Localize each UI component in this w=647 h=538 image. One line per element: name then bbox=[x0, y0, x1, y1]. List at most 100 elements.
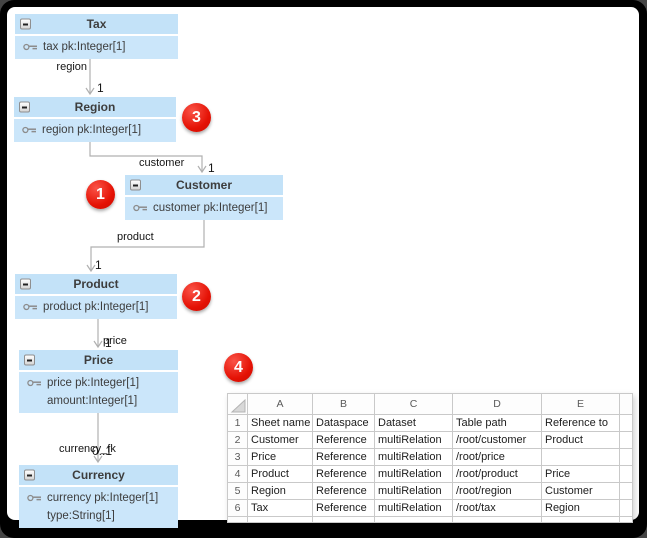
cell-e6[interactable]: Region bbox=[541, 499, 620, 517]
cell-c5[interactable]: multiRelation bbox=[374, 482, 453, 500]
column-header-c[interactable]: C bbox=[374, 393, 453, 415]
cell-e2[interactable]: Product bbox=[541, 431, 620, 449]
multiplicity-currency: 0..1 bbox=[92, 444, 113, 458]
attribute-row[interactable]: region pk:Integer[1] bbox=[14, 121, 176, 139]
entity-customer-header[interactable]: Customer bbox=[125, 175, 283, 197]
row-header-4[interactable]: 4 bbox=[227, 465, 248, 483]
cell-c4[interactable]: multiRelation bbox=[374, 465, 453, 483]
attribute-text: price pk:Integer[1] bbox=[47, 377, 140, 389]
cell-d3[interactable]: /root/price bbox=[452, 448, 542, 466]
column-header-f-partial[interactable] bbox=[619, 393, 633, 415]
attribute-row[interactable]: product pk:Integer[1] bbox=[15, 298, 177, 316]
cell-d1[interactable]: Table path bbox=[452, 414, 542, 432]
cell-b1[interactable]: Dataspace bbox=[312, 414, 375, 432]
cell-b3[interactable]: Reference bbox=[312, 448, 375, 466]
collapse-minus-button[interactable] bbox=[130, 179, 141, 191]
attribute-row[interactable]: amount:Integer[1] bbox=[19, 392, 178, 410]
cell-c1[interactable]: Dataset bbox=[374, 414, 453, 432]
attribute-text: amount:Integer[1] bbox=[47, 395, 138, 407]
cell-e4[interactable]: Price bbox=[541, 465, 620, 483]
entity-price[interactable]: Price price pk:Integer[1] amount:Integer… bbox=[19, 350, 178, 413]
cell-a5[interactable]: Region bbox=[247, 482, 313, 500]
sheet-row-2: 2 Customer Reference multiRelation /root… bbox=[227, 431, 633, 449]
cell-f2[interactable] bbox=[619, 431, 633, 449]
select-all-corner[interactable] bbox=[227, 393, 248, 415]
edge-label-product: product bbox=[117, 231, 154, 243]
cell-d6[interactable]: /root/tax bbox=[452, 499, 542, 517]
cell-e7[interactable] bbox=[541, 516, 620, 523]
sheet-row-4: 4 Product Reference multiRelation /root/… bbox=[227, 465, 633, 483]
cell-c7[interactable] bbox=[374, 516, 453, 523]
attribute-row[interactable]: price pk:Integer[1] bbox=[19, 374, 178, 392]
collapse-minus-button[interactable] bbox=[24, 469, 35, 481]
row-header-2[interactable]: 2 bbox=[227, 431, 248, 449]
cell-a2[interactable]: Customer bbox=[247, 431, 313, 449]
attribute-row[interactable]: type:String[1] bbox=[19, 507, 178, 525]
entity-product-header[interactable]: Product bbox=[15, 274, 177, 296]
entity-customer-body: customer pk:Integer[1] bbox=[125, 197, 283, 220]
entity-tax-header[interactable]: Tax bbox=[15, 14, 178, 36]
cell-c2[interactable]: multiRelation bbox=[374, 431, 453, 449]
cell-a7[interactable] bbox=[247, 516, 313, 523]
entity-currency-header[interactable]: Currency bbox=[19, 465, 178, 487]
row-header-1[interactable]: 1 bbox=[227, 414, 248, 432]
cell-e3[interactable] bbox=[541, 448, 620, 466]
annotation-badge-3: 3 bbox=[182, 103, 211, 132]
cell-f3[interactable] bbox=[619, 448, 633, 466]
multiplicity-price: 1 bbox=[105, 336, 112, 350]
cell-b4[interactable]: Reference bbox=[312, 465, 375, 483]
collapse-minus-button[interactable] bbox=[19, 101, 30, 113]
attribute-text: type:String[1] bbox=[47, 510, 115, 522]
cell-d2[interactable]: /root/customer bbox=[452, 431, 542, 449]
cell-a4[interactable]: Product bbox=[247, 465, 313, 483]
attribute-row[interactable]: currency pk:Integer[1] bbox=[19, 489, 178, 507]
attribute-text: region pk:Integer[1] bbox=[42, 124, 142, 136]
row-header-3[interactable]: 3 bbox=[227, 448, 248, 466]
row-header-7-partial[interactable] bbox=[227, 516, 248, 523]
cell-e1[interactable]: Reference to bbox=[541, 414, 620, 432]
cell-c3[interactable]: multiRelation bbox=[374, 448, 453, 466]
collapse-minus-button[interactable] bbox=[24, 354, 35, 366]
cell-d4[interactable]: /root/product bbox=[452, 465, 542, 483]
column-header-a[interactable]: A bbox=[247, 393, 313, 415]
collapse-minus-button[interactable] bbox=[20, 18, 31, 30]
cell-f7[interactable] bbox=[619, 516, 633, 523]
cell-d7[interactable] bbox=[452, 516, 542, 523]
row-header-6[interactable]: 6 bbox=[227, 499, 248, 517]
sheet-row-1: 1 Sheet name Dataspace Dataset Table pat… bbox=[227, 414, 633, 432]
entity-product-body: product pk:Integer[1] bbox=[15, 296, 177, 319]
collapse-minus-button[interactable] bbox=[20, 278, 31, 290]
cell-b5[interactable]: Reference bbox=[312, 482, 375, 500]
entity-product[interactable]: Product product pk:Integer[1] bbox=[15, 274, 177, 319]
cell-a6[interactable]: Tax bbox=[247, 499, 313, 517]
select-all-triangle bbox=[230, 399, 246, 413]
cell-a3[interactable]: Price bbox=[247, 448, 313, 466]
cell-f4[interactable] bbox=[619, 465, 633, 483]
cell-b2[interactable]: Reference bbox=[312, 431, 375, 449]
entity-tax[interactable]: Tax tax pk:Integer[1] bbox=[15, 14, 178, 59]
cell-f6[interactable] bbox=[619, 499, 633, 517]
attribute-row[interactable]: tax pk:Integer[1] bbox=[15, 38, 178, 56]
column-header-d[interactable]: D bbox=[452, 393, 542, 415]
entity-title: Tax bbox=[86, 17, 107, 31]
cell-f1[interactable] bbox=[619, 414, 633, 432]
cell-a1[interactable]: Sheet name bbox=[247, 414, 313, 432]
entity-title: Price bbox=[83, 353, 114, 367]
entity-customer[interactable]: Customer customer pk:Integer[1] bbox=[125, 175, 283, 220]
entity-region[interactable]: Region region pk:Integer[1] bbox=[14, 97, 176, 142]
entity-region-header[interactable]: Region bbox=[14, 97, 176, 119]
cell-f5[interactable] bbox=[619, 482, 633, 500]
minus-icon bbox=[27, 359, 32, 361]
attribute-row[interactable]: customer pk:Integer[1] bbox=[125, 199, 283, 217]
cell-b7[interactable] bbox=[312, 516, 375, 523]
cell-e5[interactable]: Customer bbox=[541, 482, 620, 500]
entity-price-header[interactable]: Price bbox=[19, 350, 178, 372]
column-header-b[interactable]: B bbox=[312, 393, 375, 415]
row-header-5[interactable]: 5 bbox=[227, 482, 248, 500]
cell-c6[interactable]: multiRelation bbox=[374, 499, 453, 517]
cell-b6[interactable]: Reference bbox=[312, 499, 375, 517]
column-header-e[interactable]: E bbox=[541, 393, 620, 415]
key-icon bbox=[22, 126, 36, 134]
entity-currency[interactable]: Currency currency pk:Integer[1] type:Str… bbox=[19, 465, 178, 528]
cell-d5[interactable]: /root/region bbox=[452, 482, 542, 500]
